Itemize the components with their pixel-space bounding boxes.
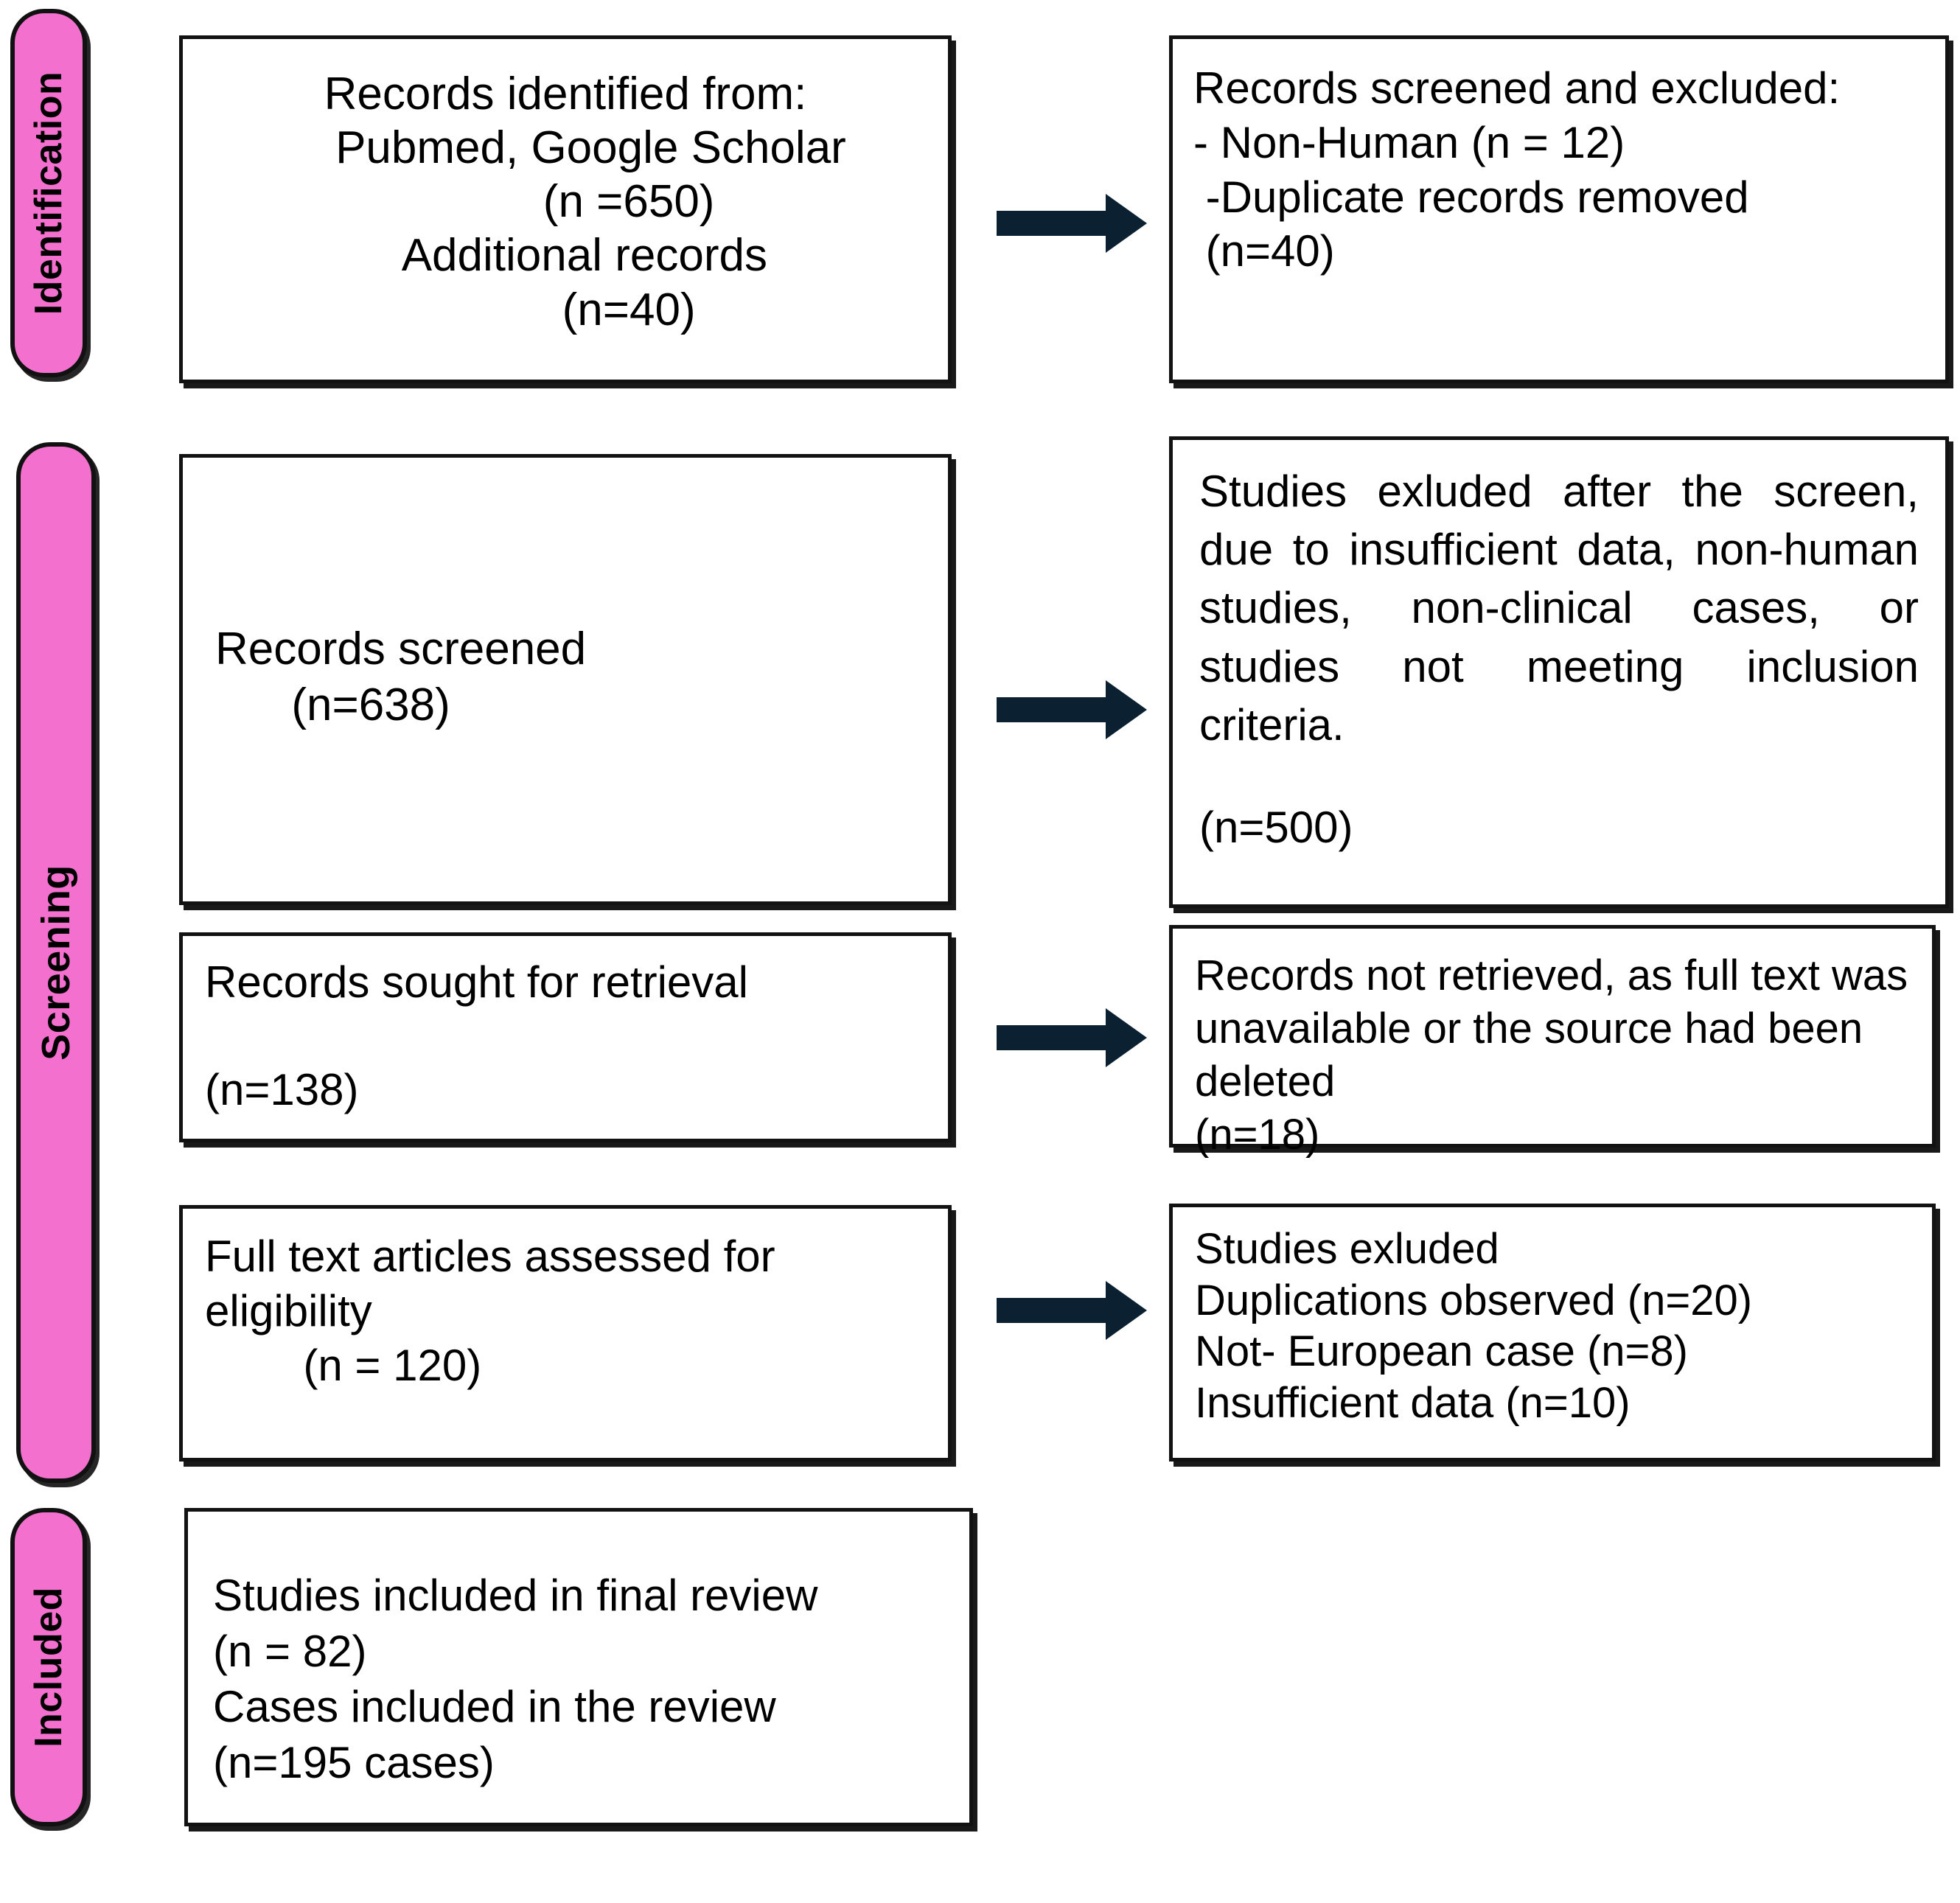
box-records-screened-text: Records screened (n=638) — [215, 624, 587, 730]
arrow-head — [1106, 1281, 1147, 1340]
stage-label-screening: Screening — [34, 865, 78, 1061]
box-records-identified: Records identified from: Pubmed, Google … — [179, 35, 952, 383]
arrow-shaft — [997, 1298, 1109, 1323]
stage-bar-included: Included — [10, 1508, 87, 1826]
box-studies-excluded-after-screen: Studies exluded after the screen, due to… — [1169, 436, 1949, 908]
box-studies-excluded-text: Studies exluded Duplications observed (n… — [1195, 1225, 1753, 1427]
arrow-shaft — [997, 697, 1109, 722]
box-studies-included: Studies included in final review (n = 82… — [184, 1508, 973, 1826]
box-records-sought-for-retrieval: Records sought for retrieval (n=138) — [179, 932, 952, 1142]
stage-label-identification: Identification — [27, 71, 70, 315]
box-studies-excluded-after-screen-count: (n=500) — [1199, 803, 1353, 852]
box-records-not-retrieved-text: Records not retrieved, as full text was … — [1195, 952, 1908, 1159]
box-records-not-retrieved: Records not retrieved, as full text was … — [1169, 925, 1936, 1159]
box-records-identified-text: Records identified from: Pubmed, Google … — [324, 69, 846, 335]
box-records-sought-for-retrieval-text: Records sought for retrieval (n=138) — [205, 957, 748, 1115]
box-records-screened: Records screened (n=638) — [179, 454, 952, 905]
box-records-screened-excluded: Records screened and excluded: - Non-Hum… — [1169, 35, 1949, 383]
arrow-shaft — [997, 1025, 1109, 1050]
arrow-head — [1106, 1008, 1147, 1067]
box-studies-excluded: Studies exluded Duplications observed (n… — [1169, 1204, 1936, 1462]
box-studies-included-text: Studies included in final review (n = 82… — [213, 1571, 818, 1787]
box-studies-excluded-after-screen-text: Studies exluded after the screen, due to… — [1199, 467, 1931, 750]
stage-bar-identification: Identification — [10, 9, 87, 377]
arrow-head — [1106, 680, 1147, 739]
arrow-shaft — [997, 211, 1109, 236]
box-full-text-assessed-text: Full text articles assessed for eligibil… — [205, 1232, 775, 1390]
stage-label-included: Included — [27, 1587, 70, 1747]
arrow-head — [1106, 194, 1147, 253]
box-records-screened-excluded-text: Records screened and excluded: - Non-Hum… — [1193, 63, 1841, 276]
stage-bar-screening: Screening — [16, 442, 96, 1483]
box-full-text-assessed: Full text articles assessed for eligibil… — [179, 1205, 952, 1462]
